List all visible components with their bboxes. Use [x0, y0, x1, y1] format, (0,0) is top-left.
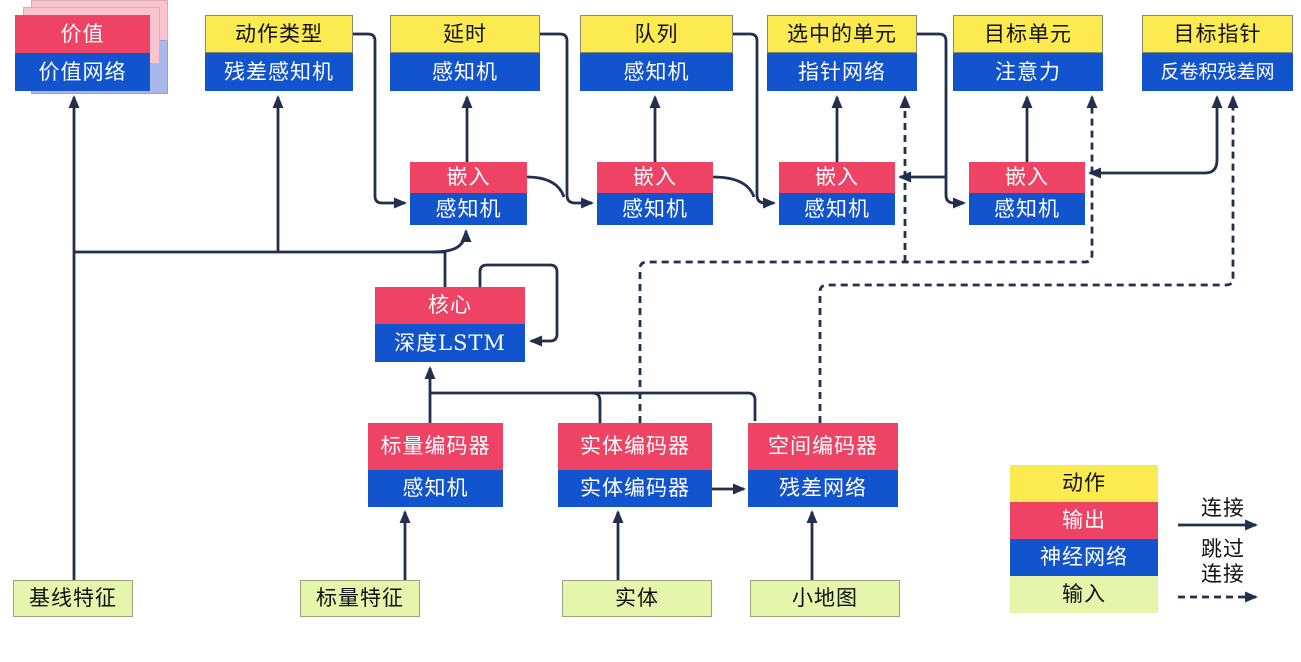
node-value-network: 价值网络 [15, 53, 150, 91]
node-queued-network: 感知机 [580, 53, 733, 91]
legend-skip-label-line2: 连接 [1201, 562, 1245, 586]
node-selected-units-network: 指针网络 [767, 53, 917, 91]
skip-spatial-to-targetpoint [818, 95, 1239, 423]
node-core-network: 深度LSTM [375, 324, 525, 362]
node-spatial-encoder-network: 残差网络 [748, 470, 898, 507]
legend-action-swatch: 动作 [1010, 465, 1158, 502]
node-delay-label: 延时 [390, 15, 540, 53]
node-target-unit-label: 目标单元 [953, 15, 1103, 53]
edge-embed2-to-embed3 [712, 175, 756, 198]
node-selected-units: 选中的单元 指针网络 [767, 15, 917, 91]
edge-delay-to-embed2 [540, 32, 594, 209]
node-target-unit-network: 注意力 [953, 53, 1103, 91]
legend-color-key: 动作 输出 神经网络 输入 [1010, 465, 1158, 613]
legend-output-swatch: 输出 [1010, 502, 1158, 539]
node-core-label: 核心 [375, 287, 525, 324]
edge-embed1-to-embed2 [526, 175, 566, 198]
node-target-point-label: 目标指针 [1142, 15, 1293, 53]
node-embed-4-label: 嵌入 [969, 162, 1085, 193]
input-scalar-features: 标量特征 [300, 580, 420, 617]
node-action-type: 动作类型 残差感知机 [205, 15, 353, 91]
node-embed-2: 嵌入 感知机 [597, 162, 713, 225]
legend-network-swatch: 神经网络 [1010, 539, 1158, 576]
edge-selected-to-embed4 [917, 32, 966, 209]
node-spatial-encoder: 空间编码器 残差网络 [748, 423, 898, 507]
node-scalar-encoder-label: 标量编码器 [368, 423, 503, 470]
node-entity-encoder: 实体编码器 实体编码器 [558, 423, 712, 507]
input-minimap-label: 小地图 [750, 580, 900, 617]
edge-bus-to-embed1 [431, 229, 472, 254]
edge-embed4-to-targetpoint [1090, 95, 1223, 175]
skip-entity-bus [638, 95, 1098, 423]
node-value: 价值 价值网络 [15, 15, 150, 91]
node-scalar-encoder-network: 感知机 [368, 470, 503, 507]
node-value-label: 价值 [15, 15, 150, 53]
node-embed-1-network: 感知机 [410, 193, 527, 225]
edge-core-bottom-bus [430, 391, 757, 421]
edge-queued-to-embed3 [733, 32, 776, 209]
input-entities-label: 实体 [562, 580, 712, 617]
node-embed-2-label: 嵌入 [597, 162, 713, 193]
input-minimap: 小地图 [750, 580, 900, 617]
node-target-point: 目标指针 反卷积残差网 [1142, 15, 1293, 91]
node-embed-3-label: 嵌入 [779, 162, 895, 193]
node-embed-1: 嵌入 感知机 [410, 162, 527, 225]
edge-actiontype-to-embed1 [353, 32, 407, 209]
node-scalar-encoder: 标量编码器 感知机 [368, 423, 503, 507]
edge-core-self-loop [478, 263, 559, 347]
node-entity-encoder-label: 实体编码器 [558, 423, 712, 470]
legend-skip-label-line1: 跳过 [1201, 537, 1245, 561]
node-action-type-label: 动作类型 [205, 15, 353, 53]
node-entity-encoder-network: 实体编码器 [558, 470, 712, 507]
node-target-point-network: 反卷积残差网 [1142, 53, 1293, 91]
node-embed-4: 嵌入 感知机 [969, 162, 1085, 225]
node-embed-3-network: 感知机 [779, 193, 895, 225]
node-action-type-network: 残差感知机 [205, 53, 353, 91]
input-scalar-features-label: 标量特征 [300, 580, 420, 617]
node-queued-label: 队列 [580, 15, 733, 53]
node-delay: 延时 感知机 [390, 15, 540, 91]
node-target-unit: 目标单元 注意力 [953, 15, 1103, 91]
node-embed-4-network: 感知机 [969, 193, 1085, 225]
node-embed-1-label: 嵌入 [410, 162, 527, 193]
node-core: 核心 深度LSTM [375, 287, 525, 362]
node-embed-3: 嵌入 感知机 [779, 162, 895, 225]
node-queued: 队列 感知机 [580, 15, 733, 91]
node-spatial-encoder-label: 空间编码器 [748, 423, 898, 470]
input-baseline-features-label: 基线特征 [13, 580, 133, 617]
node-embed-2-network: 感知机 [597, 193, 713, 225]
legend-input-swatch: 输入 [1010, 576, 1158, 613]
input-entities: 实体 [562, 580, 712, 617]
input-baseline-features: 基线特征 [13, 580, 133, 617]
legend-connection-label: 连接 [1201, 496, 1245, 520]
edge-entity-join-bus [591, 391, 602, 423]
node-delay-network: 感知机 [390, 53, 540, 91]
node-selected-units-label: 选中的单元 [767, 15, 917, 53]
